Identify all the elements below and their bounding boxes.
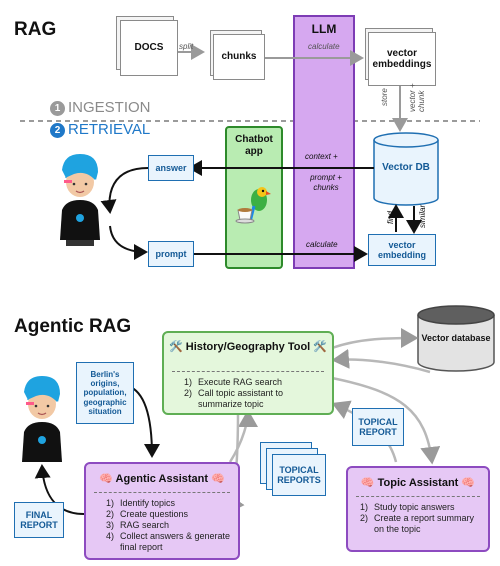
vector-embedding-note: vector embedding: [368, 234, 436, 266]
topic-divider: [356, 496, 480, 497]
answer-to-user-arrow: [100, 167, 149, 214]
brain-icon-2: 🧠: [211, 473, 225, 485]
vectordb-to-tool-arrow: [331, 348, 431, 374]
assistant-steps: 1)Identify topics 2)Create questions 3)R…: [106, 498, 232, 553]
hammer-wrench-icon-2: 🛠️: [313, 341, 327, 353]
user-avatar: [60, 154, 100, 246]
store-label: store: [380, 88, 389, 106]
assistant-title-row: 🧠 Agentic Assistant 🧠: [86, 472, 238, 485]
find-label: find: [386, 211, 395, 224]
prompt-chunks-label: prompt + chunks: [310, 173, 342, 192]
answer-label: answer: [155, 162, 187, 173]
assistant-title: Agentic Assistant: [115, 473, 209, 485]
vector-db-cylinder: [373, 132, 439, 206]
hammer-wrench-icon: 🛠️: [168, 341, 183, 353]
prompt-note: prompt: [148, 241, 194, 267]
prompt-label: prompt: [155, 248, 187, 259]
user-avatar-agentic: [22, 376, 62, 462]
tool-title: History/Geography Tool: [185, 341, 311, 353]
vector-embeddings-document: vector embeddings: [368, 32, 436, 86]
brain-icon-4: 🧠: [461, 477, 476, 489]
topic-step: 1)Study topic answers: [360, 502, 455, 512]
retrieval-label: RETRIEVAL: [68, 121, 151, 138]
docs-label: DOCS: [134, 42, 164, 54]
ingestion-number: 1: [50, 101, 65, 116]
query-note-label: Berlin's origins, population, geographic…: [83, 370, 127, 416]
topic-step: 2)Create a report summary on the topic: [360, 513, 475, 534]
topic-title: Topic Assistant: [377, 477, 459, 489]
user-to-prompt-arrow: [109, 225, 148, 260]
topic-steps: 1)Study topic answers 2)Create a report …: [360, 502, 484, 535]
topical-reports-note: TOPICAL REPORTS: [272, 454, 326, 496]
context-label: context +: [305, 152, 338, 161]
assistant-step: 3)RAG search: [106, 520, 170, 530]
topical-report-label: TOPICAL REPORT: [358, 416, 398, 437]
brain-icon-3: 🧠: [360, 477, 375, 489]
topical-report-note: TOPICAL REPORT: [352, 408, 404, 446]
agentic-assistant-card: 🧠 Agentic Assistant 🧠 1)Identify topics …: [84, 462, 240, 560]
llm-bar: [293, 15, 355, 269]
ingestion-label: INGESTION: [68, 99, 151, 116]
tool-to-vectordb-arrow: [331, 328, 419, 350]
vector-db-label: Vector DB: [382, 162, 430, 173]
tool-divider: [172, 371, 324, 372]
history-geography-tool-card: 🛠️ History/Geography Tool 🛠️ 1)Execute R…: [162, 331, 334, 415]
vector-chunk-label: vector + chunk: [408, 83, 426, 112]
split-label: split: [179, 42, 194, 51]
topical-reports-label: TOPICAL REPORTS: [277, 464, 321, 485]
parrot-teacup-icon: [235, 187, 271, 224]
vector-database-label: Vector database: [421, 333, 491, 343]
tool-title-row: 🛠️ History/Geography Tool 🛠️: [164, 340, 332, 353]
assistant-divider: [94, 492, 230, 493]
retrieval-number: 2: [50, 123, 65, 138]
topic-assistant-card: 🧠 Topic Assistant 🧠 1)Study topic answer…: [346, 466, 490, 552]
tool-to-topic-arrow: [331, 376, 441, 465]
vector-database-cylinder: [417, 305, 495, 372]
tool-step: 1)Execute RAG search: [184, 377, 283, 387]
docs-document: DOCS: [120, 20, 178, 76]
tool-step: 2)Call topic assistant to summarize topi…: [184, 388, 284, 409]
assistant-step: 1)Identify topics: [106, 498, 176, 508]
assistant-step: 4)Collect answers & generate final repor…: [106, 531, 231, 552]
query-note: Berlin's origins, population, geographic…: [76, 362, 134, 424]
brain-icon: 🧠: [99, 473, 113, 485]
llm-label: LLM: [311, 22, 337, 36]
chatbot-app-label: Chatbot app: [235, 134, 273, 157]
answer-note: answer: [148, 155, 194, 181]
vector-embeddings-label: vector embeddings: [372, 47, 432, 71]
vector-embedding-label: vector embedding: [377, 239, 426, 260]
assistant-step: 2)Create questions: [106, 509, 189, 519]
calculate-bottom-label: calculate: [306, 240, 338, 249]
topic-title-row: 🧠 Topic Assistant 🧠: [348, 476, 488, 489]
final-report-note: FINAL REPORT: [14, 502, 64, 538]
similar-label: similar: [418, 204, 427, 228]
tool-steps: 1)Execute RAG search 2)Call topic assist…: [184, 377, 324, 410]
rag-title: RAG: [14, 19, 57, 40]
agentic-rag-title: Agentic RAG: [14, 316, 132, 337]
chunks-document: chunks: [213, 34, 265, 80]
final-report-label: FINAL REPORT: [20, 509, 58, 530]
chunks-label: chunks: [221, 51, 257, 63]
calculate-top-label: calculate: [308, 42, 340, 51]
